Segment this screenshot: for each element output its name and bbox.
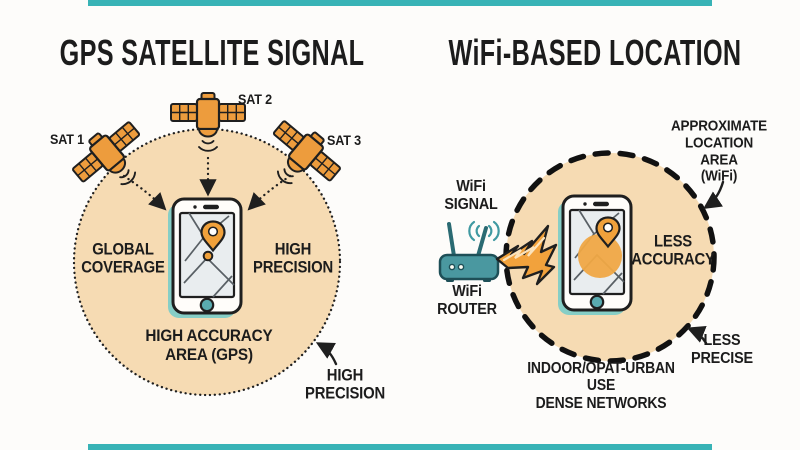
gps-panel-title: GPS SATELLITE SIGNAL bbox=[59, 32, 365, 73]
router-body bbox=[438, 253, 500, 281]
less-accuracy-label: LESS ACCURACY bbox=[631, 232, 715, 269]
less-precise-arrow-icon bbox=[686, 325, 708, 345]
approximate-area-arrow-icon bbox=[703, 180, 725, 209]
router-antenna bbox=[476, 226, 488, 258]
approximate-location-area-label: APPROXIMATE LOCATION AREA (WiFi) bbox=[670, 117, 768, 185]
smartphone-wifi-icon bbox=[556, 194, 633, 317]
sat1-arrow-icon bbox=[122, 174, 167, 211]
sat-1-label: SAT 1 bbox=[50, 131, 84, 148]
router-led bbox=[448, 263, 456, 271]
satellite-signal-arrows bbox=[122, 156, 292, 211]
top-accent-bar bbox=[88, 0, 712, 6]
high-precision-label: HIGH PRECISION bbox=[252, 240, 334, 277]
sat-3-label: SAT 3 bbox=[327, 132, 361, 149]
high-accuracy-area-label: HIGH ACCURACY AREA (GPS) bbox=[145, 325, 273, 364]
usage-note-label: INDOOR/OPAT-URBAN USE DENSE NETWORKS bbox=[527, 359, 675, 412]
high-precision-callout-label: HIGH PRECISION bbox=[304, 366, 386, 403]
signal-bolt-icon bbox=[495, 224, 558, 286]
sat-2-label: SAT 2 bbox=[238, 91, 272, 108]
smartphone-gps-icon bbox=[166, 197, 243, 320]
wifi-signal-arcs-icon bbox=[468, 220, 500, 242]
wifi-signal-label: WiFi SIGNAL bbox=[444, 178, 498, 213]
wifi-panel-title: WiFi-BASED LOCATION bbox=[448, 32, 742, 73]
bottom-accent-bar bbox=[88, 444, 712, 450]
global-coverage-label: GLOBAL COVERAGE bbox=[81, 240, 165, 277]
router-led bbox=[457, 263, 465, 271]
high-precision-arrow-icon bbox=[315, 342, 338, 366]
router-antenna bbox=[447, 222, 456, 258]
less-precise-label: LESS PRECISE bbox=[691, 332, 753, 367]
accuracy-blob-icon bbox=[578, 234, 622, 278]
sat3-arrow-icon bbox=[247, 174, 292, 211]
wifi-router-label: WiFi ROUTER bbox=[437, 283, 497, 318]
wifi-router-icon bbox=[438, 220, 500, 282]
callout-arrows bbox=[315, 180, 725, 366]
gps-position-dot-icon bbox=[202, 250, 214, 262]
